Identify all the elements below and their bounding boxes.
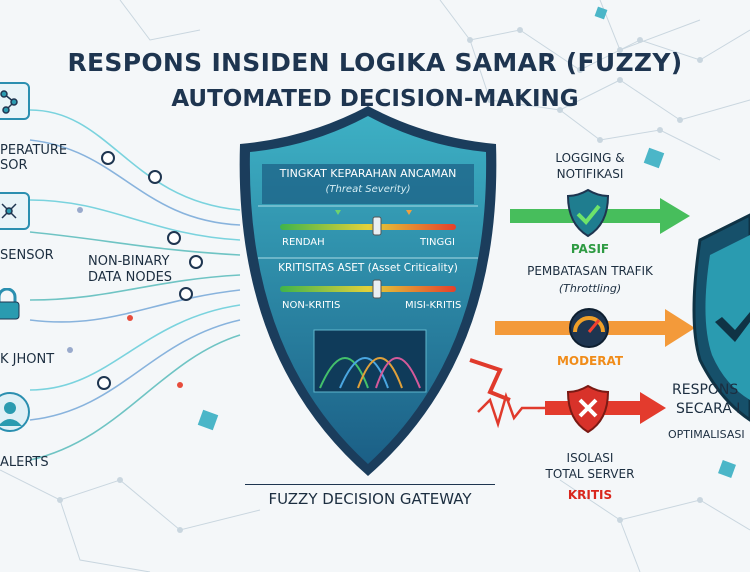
- user-alert-icon: [0, 392, 30, 432]
- final-response-line1: RESPONS: [672, 382, 739, 398]
- throttle-subtitle: (Throttling): [558, 282, 622, 295]
- final-response-line3: OPTIMALISASI: [668, 428, 745, 441]
- gateway-label: FUZZY DECISION GATEWAY: [268, 490, 472, 508]
- threat-severity-subtitle: (Threat Severity): [325, 184, 411, 195]
- asset-criticality-title: KRITISITAS ASET (Asset Criticality): [278, 262, 458, 274]
- sensor-node-icon: [0, 192, 30, 230]
- logging-label: LOGGING & NOTIFIKASI: [555, 151, 625, 181]
- isolation-label: ISOLASI TOTAL SERVER: [545, 451, 635, 481]
- check-shield-icon: [566, 188, 610, 238]
- kritis-label: KRITIS: [567, 488, 613, 502]
- page-subtitle: AUTOMATED DECISION-MAKING: [171, 86, 579, 112]
- data-nodes-label: NON-BINARY DATA NODES: [88, 254, 173, 285]
- mission-critical-label: MISI-KRITIS: [405, 300, 462, 311]
- page-title: RESPONS INSIDEN LOGIKA SAMAR (FUZZY): [67, 48, 683, 77]
- alerts-label: ALERTS: [0, 455, 49, 470]
- temperature-sensor-label: PERATURE SOR: [0, 143, 68, 173]
- gateway-divider: [245, 484, 495, 485]
- pasif-label: PASIF: [570, 242, 610, 256]
- high-label: TINGGI: [420, 237, 455, 248]
- throttle-title: PEMBATASAN TRAFIK: [527, 264, 653, 278]
- final-response-line2: SECARA I: [676, 401, 741, 417]
- non-critical-label: NON-KRITIS: [282, 300, 341, 311]
- block-shield-icon: [566, 384, 610, 434]
- low-label: RENDAH: [282, 237, 325, 248]
- lock-label: K JHONT: [0, 352, 55, 367]
- moderat-label: MODERAT: [556, 354, 624, 368]
- gauge-icon: [569, 308, 609, 348]
- network-node-icon: [0, 82, 30, 120]
- sensor-label: SENSOR: [0, 248, 54, 263]
- threat-severity-title: TINGKAT KEPARAHAN ANCAMAN: [279, 167, 457, 180]
- decision-shield: [239, 106, 497, 476]
- lock-icon: [0, 287, 20, 320]
